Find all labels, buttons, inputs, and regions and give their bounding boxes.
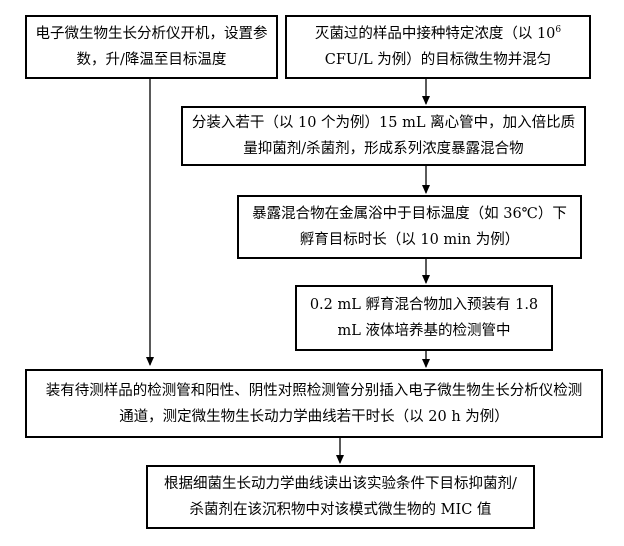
step-transfer-text: 0.2 mL 孵育混合物加入预装有 1.8 mL 液体培养基的检测管中 (309, 297, 539, 339)
step-measure-text: 装有待测样品的检测管和阳性、阴性对照检测管分别插入电子微生物生长分析仪检测通道，… (45, 382, 583, 425)
step-power-on-text: 电子微生物生长分析仪开机，设置参数，升/降温至目标温度 (35, 26, 268, 68)
step-read-mic-box: 根据细菌生长动力学曲线读出该实验条件下目标抑菌剂/杀菌剂在该沉积物中对该模式微生… (146, 465, 535, 529)
step-inoculate-text: 灭菌过的样品中接种特定浓度（以 106 CFU/L 为例）的目标微生物并混匀 (293, 21, 583, 73)
step-inoculate-text-b: CFU/L 为例）的目标微生物并混匀 (324, 52, 552, 68)
step-read-mic-text: 根据细菌生长动力学曲线读出该实验条件下目标抑菌剂/杀菌剂在该沉积物中对该模式微生… (164, 476, 517, 518)
step-dispense-text: 分装入若干（以 10 个为例）15 mL 离心管中，加入倍比质量抑菌剂/杀菌剂，… (191, 115, 576, 157)
step-power-on-box: 电子微生物生长分析仪开机，设置参数，升/降温至目标温度 (25, 15, 278, 79)
step-inoculate-exponent: 6 (555, 25, 562, 36)
step-dispense-box: 分装入若干（以 10 个为例）15 mL 离心管中，加入倍比质量抑菌剂/杀菌剂，… (181, 106, 586, 166)
step-incubate-box: 暴露混合物在金属浴中于目标温度（如 36℃）下孵育目标时长（以 10 min 为… (237, 195, 582, 259)
step-measure-box: 装有待测样品的检测管和阳性、阴性对照检测管分别插入电子微生物生长分析仪检测通道，… (25, 369, 603, 438)
step-inoculate-text-a: 灭菌过的样品中接种特定浓度（以 10 (314, 26, 556, 42)
step-inoculate-box: 灭菌过的样品中接种特定浓度（以 106 CFU/L 为例）的目标微生物并混匀 (285, 15, 591, 79)
step-transfer-box: 0.2 mL 孵育混合物加入预装有 1.8 mL 液体培养基的检测管中 (295, 285, 553, 351)
step-incubate-text: 暴露混合物在金属浴中于目标温度（如 36℃）下孵育目标时长（以 10 min 为… (252, 206, 567, 248)
